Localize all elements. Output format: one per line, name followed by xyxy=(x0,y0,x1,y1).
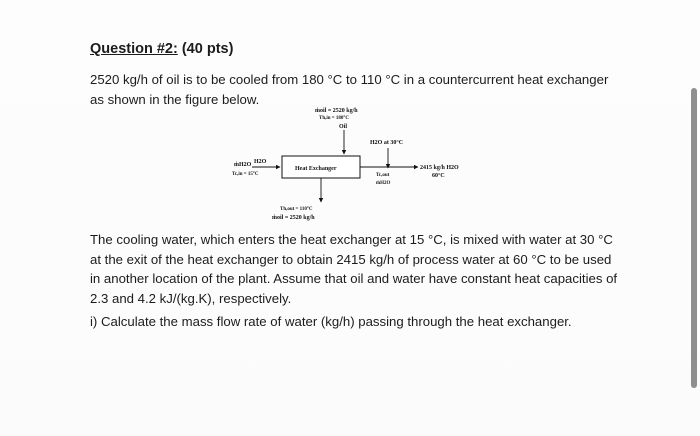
diagram-svg: ṁoil = 2520 kg/h Th,in = 180°C Oil H2O a… xyxy=(232,108,459,221)
heat-exchanger-diagram: ṁoil = 2520 kg/h Th,in = 180°C Oil H2O a… xyxy=(222,106,482,228)
oil-out-flow-label: ṁoil = 2520 kg/h xyxy=(272,215,315,221)
task-paragraph: i) Calculate the mass flow rate of water… xyxy=(90,314,572,329)
water-in-flow-label: ṁH2O xyxy=(234,162,252,168)
question-label: Question #2: xyxy=(90,41,178,57)
description-paragraph: The cooling water, which enters the heat… xyxy=(90,232,618,306)
water-in-h2o-label: H2O xyxy=(254,159,267,165)
exchanger-label: Heat Exchanger xyxy=(295,166,337,172)
question-points: (40 pts) xyxy=(177,41,234,57)
oil-in-flow-label: ṁoil = 2520 kg/h xyxy=(315,108,358,114)
product-flow-label: 2415 kg/h H2O xyxy=(420,165,459,171)
water-in-temp-label: Tc,in = 15°C xyxy=(232,172,259,177)
oil-label: Oil xyxy=(339,124,347,130)
intro-paragraph: 2520 kg/h of oil is to be cooled from 18… xyxy=(90,72,609,107)
water-30-label: H2O at 30°C xyxy=(370,139,403,146)
vertical-scrollbar[interactable] xyxy=(691,88,697,388)
product-temp-label: 60°C xyxy=(432,172,445,179)
question-heading: Question #2: (40 pts) xyxy=(90,41,233,57)
oil-in-temp-label: Th,in = 180°C xyxy=(319,116,349,121)
oil-out-temp-label: Th,out = 110°C xyxy=(280,207,313,212)
water-out-flow-label: ṁH2O xyxy=(376,181,391,186)
water-out-temp-label: Tc,out xyxy=(376,173,390,178)
